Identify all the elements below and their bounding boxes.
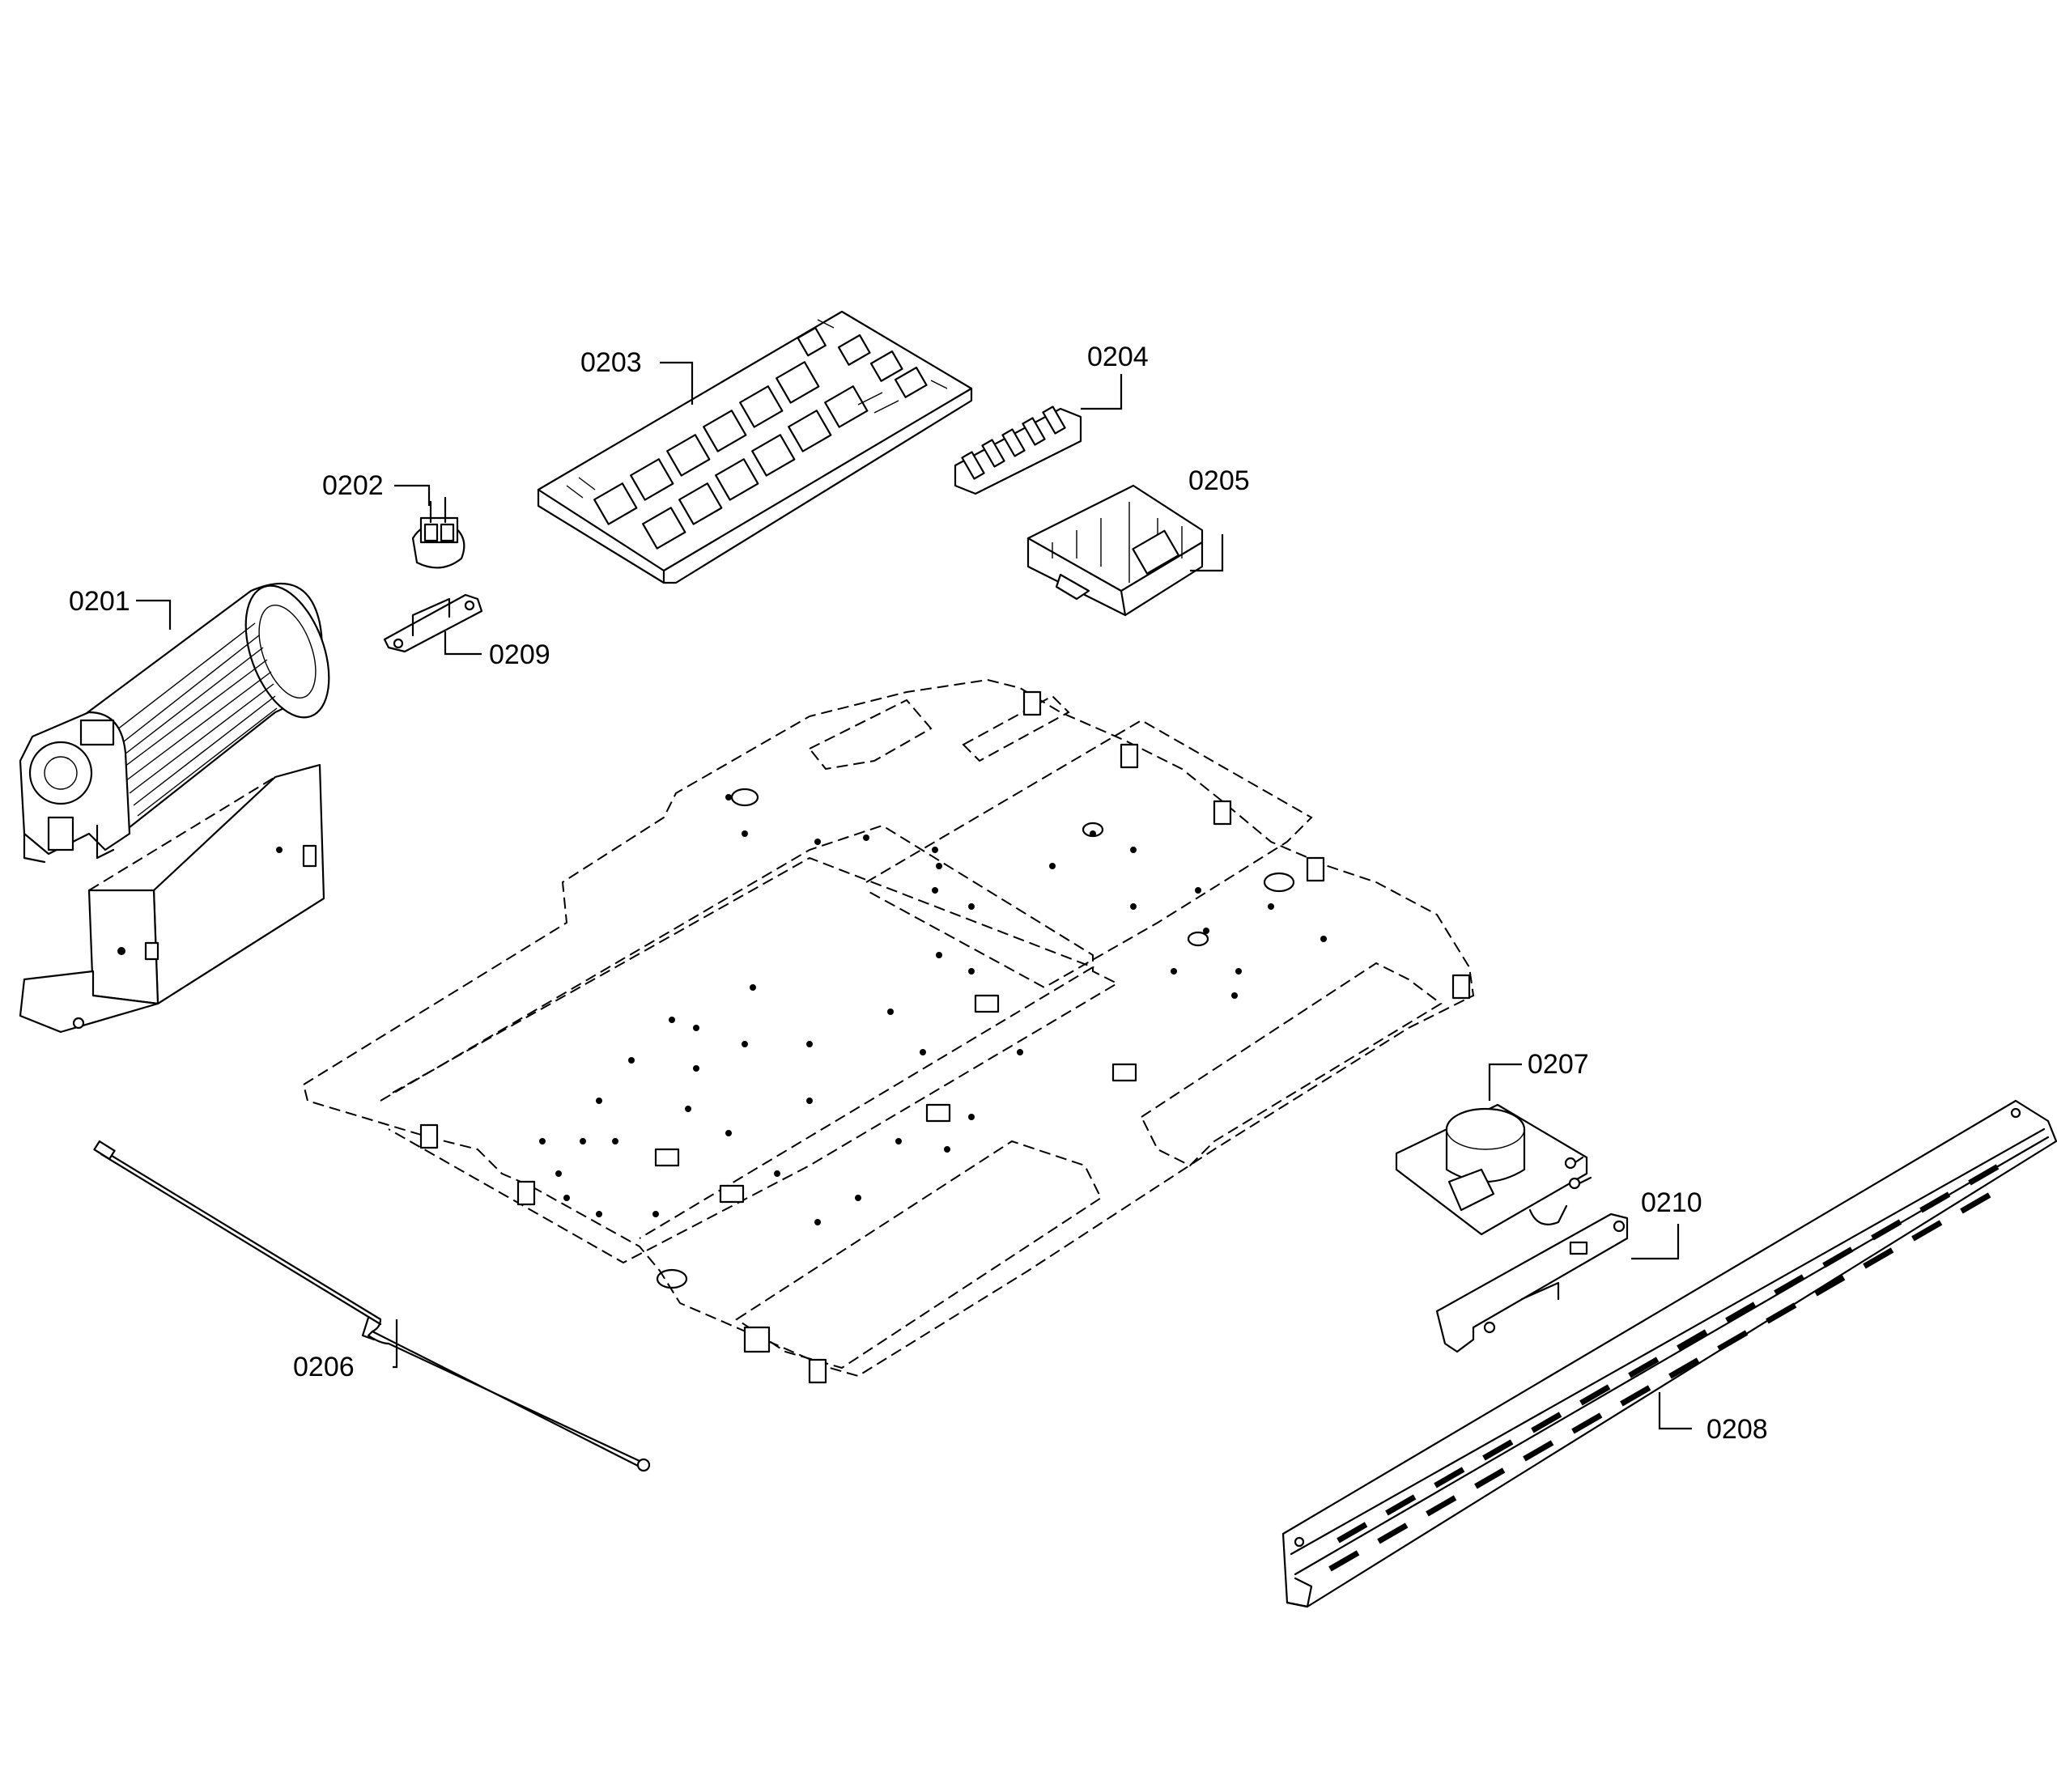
thermostat-bracket-part[interactable] [383, 593, 483, 653]
oven-base-plate [302, 678, 1475, 1384]
part-labels: 0201 0202 0203 0204 0205 0206 0207 0208 … [69, 342, 1768, 1445]
vent-rail-part[interactable] [1281, 1099, 2057, 1608]
label-0202: 0202 [322, 470, 384, 501]
terminal-block-part[interactable] [954, 406, 1082, 495]
blower-motor-part[interactable] [19, 575, 345, 864]
label-0204: 0204 [1087, 342, 1149, 372]
control-board-part[interactable] [537, 310, 973, 584]
relay-housing-part[interactable] [1026, 484, 1204, 617]
leader-lines [136, 361, 1692, 1430]
thermostat-part[interactable] [411, 496, 465, 569]
label-0203: 0203 [580, 347, 642, 378]
label-0207: 0207 [1528, 1049, 1589, 1080]
label-0210: 0210 [1641, 1187, 1702, 1218]
label-0205: 0205 [1188, 465, 1250, 496]
label-0201: 0201 [69, 586, 130, 617]
label-0208: 0208 [1706, 1414, 1768, 1445]
label-0209: 0209 [489, 639, 550, 670]
blower-bracket [19, 763, 325, 1034]
latch-bracket-part[interactable] [1435, 1212, 1629, 1353]
temperature-sensor-part[interactable] [93, 1140, 651, 1472]
label-0206: 0206 [293, 1352, 355, 1382]
latch-motor-part[interactable] [1395, 1103, 1592, 1236]
